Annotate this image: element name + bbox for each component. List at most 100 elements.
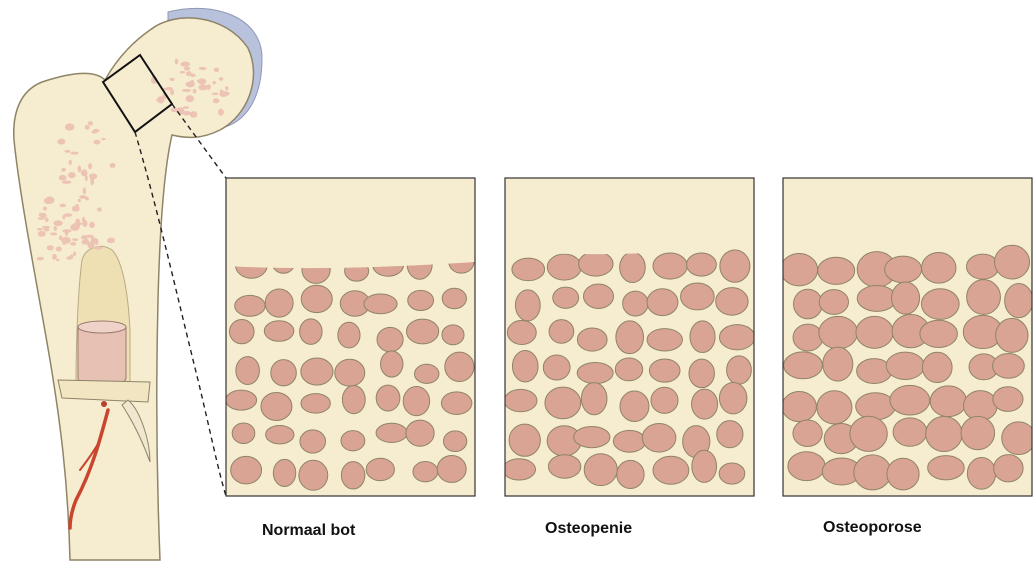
- caption-normal-bone: Normaal bot: [262, 522, 355, 540]
- marrow-space: [819, 316, 858, 349]
- marrow-space: [653, 456, 689, 484]
- marrow-space: [687, 253, 717, 276]
- marrow-space: [653, 253, 687, 279]
- bone-pore: [42, 226, 50, 229]
- bone-pore: [68, 172, 76, 178]
- bone-pore: [69, 160, 72, 165]
- marrow-space: [504, 389, 537, 411]
- marrow-space: [793, 420, 822, 446]
- cylinder-top: [78, 321, 126, 333]
- bone-pore: [72, 238, 78, 241]
- marrow-space: [681, 283, 715, 310]
- bone-pore: [107, 238, 115, 244]
- bone-pore: [79, 195, 87, 199]
- marrow-space: [300, 430, 326, 453]
- marrow-space: [993, 387, 1023, 412]
- bone-pore: [85, 125, 90, 130]
- marrow-space: [788, 452, 825, 481]
- marrow-space: [850, 416, 887, 451]
- bone-pore: [93, 246, 103, 250]
- marrow-space: [620, 391, 649, 421]
- marrow-space: [689, 359, 714, 388]
- bone-pore: [37, 228, 43, 230]
- marrow-space: [993, 354, 1025, 379]
- marrow-space: [994, 455, 1023, 482]
- bone-pore: [157, 96, 164, 103]
- marrow-space: [967, 458, 995, 490]
- marrow-space: [543, 355, 570, 380]
- marrow-space: [364, 294, 397, 314]
- marrow-space: [613, 430, 645, 452]
- bone-pore: [89, 222, 95, 228]
- bone-pore: [166, 87, 173, 90]
- marrow-space: [507, 320, 536, 344]
- bone-pore: [219, 77, 224, 81]
- bone-pore: [45, 217, 49, 221]
- marrow-space: [547, 254, 581, 280]
- marrow-space: [342, 386, 365, 414]
- marrow-space: [441, 392, 471, 415]
- bone-pore: [101, 138, 105, 140]
- bone-pore: [70, 152, 78, 155]
- panel-normal-bone: [226, 178, 475, 496]
- bone-pore: [90, 178, 94, 185]
- marrow-space: [437, 456, 466, 483]
- bone-pore: [218, 109, 224, 116]
- marrow-space: [414, 364, 438, 383]
- marrow-space: [231, 456, 262, 484]
- bone-pore: [182, 89, 191, 92]
- marrow-space: [651, 387, 678, 413]
- bone-pore: [52, 254, 57, 260]
- marrow-space: [1002, 422, 1034, 455]
- marrow-space: [377, 327, 403, 351]
- bone-pore: [91, 237, 97, 243]
- bone-pore: [176, 107, 184, 114]
- marrow-space: [406, 420, 434, 446]
- marrow-space: [793, 289, 822, 319]
- marrow-space: [229, 320, 254, 344]
- bone-pore: [175, 58, 178, 64]
- marrow-space: [1005, 283, 1033, 317]
- marrow-space: [512, 350, 538, 381]
- bone-pore: [88, 163, 92, 169]
- marrow-space: [647, 289, 678, 316]
- bone-pore: [198, 85, 207, 91]
- marrow-space: [444, 431, 467, 452]
- marrow-space: [265, 289, 293, 317]
- marrow-space: [579, 252, 613, 277]
- bone-pore: [65, 230, 68, 236]
- bone-pore: [183, 106, 189, 109]
- marrow-space: [642, 423, 676, 452]
- marrow-space: [793, 324, 823, 351]
- bone-pore: [56, 259, 59, 262]
- marrow-space: [819, 290, 848, 315]
- marrow-space: [887, 458, 919, 490]
- marrow-space: [922, 253, 956, 284]
- marrow-space: [617, 460, 644, 488]
- marrow-space: [445, 352, 474, 381]
- bone-pore: [50, 232, 57, 235]
- marrow-space: [376, 423, 407, 442]
- bone-pore: [62, 215, 65, 220]
- marrow-space: [406, 319, 438, 344]
- marrow-space: [299, 460, 328, 490]
- bone-pore: [38, 231, 46, 237]
- bone-pore: [89, 173, 97, 179]
- marrow-space: [623, 291, 649, 316]
- marrow-space: [720, 250, 750, 282]
- marrow-space: [408, 290, 434, 310]
- marrow-space: [584, 454, 617, 486]
- marrow-space: [581, 383, 607, 415]
- marrow-space: [930, 386, 966, 417]
- marrow-space: [442, 325, 464, 345]
- bone-pore: [190, 111, 197, 118]
- bone-pore: [213, 98, 220, 103]
- marrow-space: [890, 385, 930, 415]
- bone-pore: [97, 207, 102, 211]
- marrow-space: [577, 328, 607, 351]
- femur-illustration: [14, 8, 262, 560]
- bone-pore: [57, 139, 65, 145]
- marrow-space: [266, 425, 294, 443]
- marrow-space: [886, 352, 924, 379]
